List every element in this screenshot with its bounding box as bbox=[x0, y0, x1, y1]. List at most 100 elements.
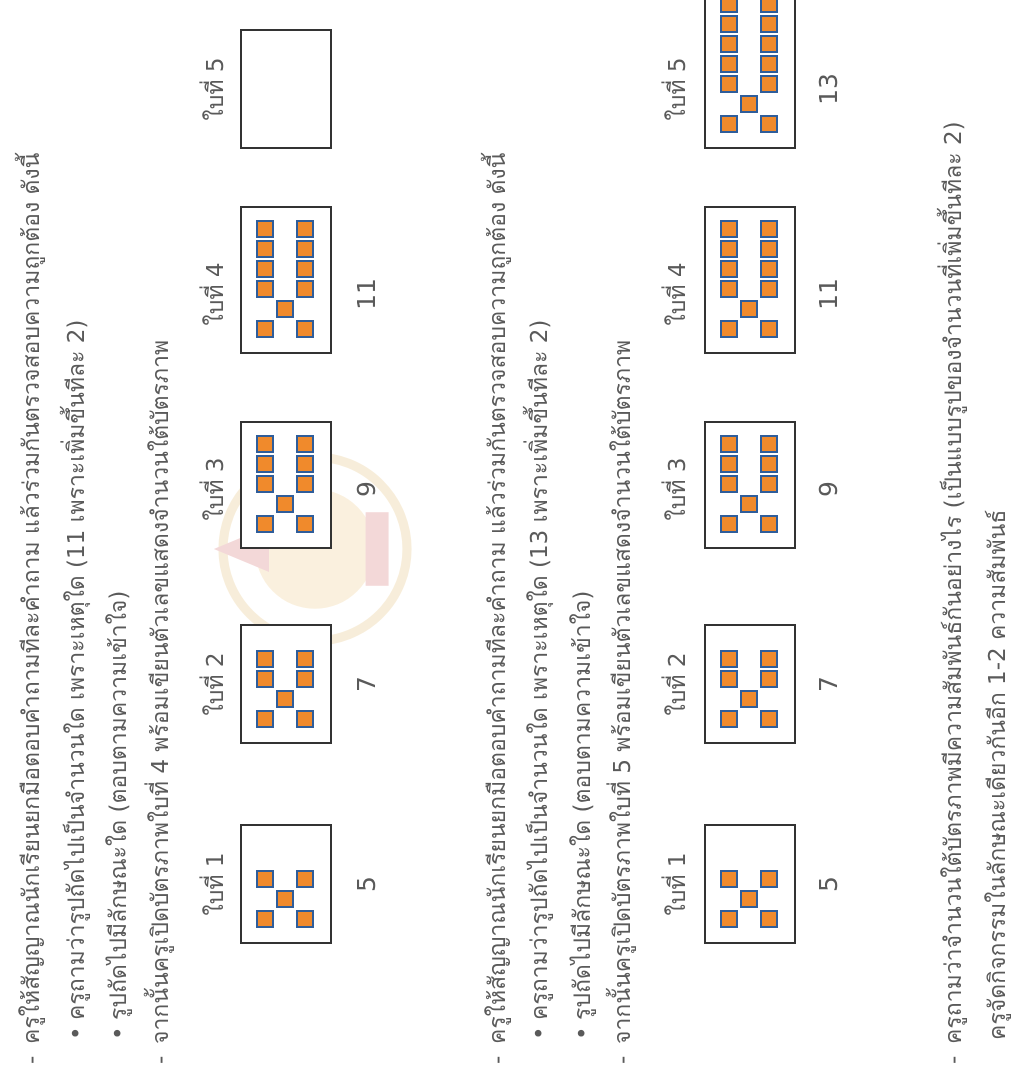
card-number: 9 bbox=[814, 481, 843, 497]
pattern-square bbox=[296, 870, 314, 888]
pattern-square bbox=[760, 910, 778, 928]
card-label: ใบที่ 1 bbox=[665, 852, 691, 916]
pattern-square bbox=[760, 55, 778, 73]
pattern-square bbox=[256, 670, 274, 688]
pattern-square bbox=[720, 710, 738, 728]
pattern-square bbox=[760, 0, 778, 13]
pattern-square bbox=[760, 75, 778, 93]
pattern-square bbox=[760, 670, 778, 688]
pattern-square bbox=[760, 280, 778, 298]
card-number: 7 bbox=[352, 676, 381, 692]
pattern-square bbox=[720, 35, 738, 53]
section3-question: -ครูถามว่าจำนวนใต้บัตรภาพมีความสัมพันธ์ก… bbox=[941, 121, 967, 1064]
pattern-square bbox=[720, 515, 738, 533]
pattern-square bbox=[740, 890, 758, 908]
picture-card bbox=[704, 624, 796, 744]
pattern-square bbox=[256, 475, 274, 493]
pattern-square bbox=[720, 650, 738, 668]
section2-intro: -ครูให้สัญญาณนักเรียนยกมือตอบคำถามทีละคำ… bbox=[485, 152, 511, 1064]
card-label: ใบที่ 4 bbox=[665, 262, 691, 326]
pattern-square bbox=[256, 260, 274, 278]
pattern-square bbox=[720, 455, 738, 473]
card-label: ใบที่ 5 bbox=[665, 57, 691, 121]
pattern-square bbox=[760, 220, 778, 238]
section1-instruction: -จากนั้นครูเปิดบัตรภาพใบที่ 4 พร้อมเขียน… bbox=[148, 339, 174, 1064]
pattern-square bbox=[740, 495, 758, 513]
pattern-square bbox=[760, 240, 778, 258]
pattern-square bbox=[296, 515, 314, 533]
pattern-square bbox=[760, 870, 778, 888]
picture-card bbox=[240, 29, 332, 149]
pattern-square bbox=[760, 435, 778, 453]
section2-instruction: -จากนั้นครูเปิดบัตรภาพใบที่ 5 พร้อมเขียน… bbox=[610, 339, 636, 1064]
card-number: 9 bbox=[352, 481, 381, 497]
section1-question-1: •ครูถามว่ารูปถัดไปเป็นจำนวนใด เพราะเหตุใ… bbox=[64, 319, 90, 1040]
pattern-square bbox=[276, 690, 294, 708]
card-number: 11 bbox=[352, 278, 381, 310]
pattern-square bbox=[276, 300, 294, 318]
pattern-square bbox=[296, 670, 314, 688]
pattern-square bbox=[256, 455, 274, 473]
section2-question-1: •ครูถามว่ารูปถัดไปเป็นจำนวนใด เพราะเหตุใ… bbox=[527, 319, 553, 1040]
pattern-square bbox=[256, 220, 274, 238]
pattern-square bbox=[740, 95, 758, 113]
pattern-square bbox=[296, 240, 314, 258]
section3-closing: ครูจัดกิจกรรมในลักษณะเดียวกันอีก 1-2 ควา… bbox=[985, 509, 1011, 1040]
pattern-square bbox=[276, 495, 294, 513]
pattern-square bbox=[296, 260, 314, 278]
pattern-square bbox=[296, 910, 314, 928]
card-label: ใบที่ 2 bbox=[665, 652, 691, 716]
picture-card bbox=[240, 206, 332, 354]
pattern-square bbox=[760, 320, 778, 338]
pattern-square bbox=[256, 910, 274, 928]
pattern-square bbox=[256, 435, 274, 453]
pattern-square bbox=[256, 870, 274, 888]
card-label: ใบที่ 1 bbox=[203, 852, 229, 916]
section1-question-2: •รูปถัดไปมีลักษณะใด (ตอบตามความเข้าใจ) bbox=[106, 590, 132, 1040]
pattern-square bbox=[720, 115, 738, 133]
card-label: ใบที่ 3 bbox=[665, 457, 691, 521]
pattern-square bbox=[296, 475, 314, 493]
picture-card bbox=[704, 0, 796, 149]
pattern-square bbox=[760, 35, 778, 53]
pattern-square bbox=[276, 890, 294, 908]
pattern-square bbox=[760, 115, 778, 133]
pattern-square bbox=[740, 300, 758, 318]
pattern-square bbox=[296, 320, 314, 338]
pattern-square bbox=[256, 515, 274, 533]
pattern-square bbox=[720, 15, 738, 33]
picture-card bbox=[704, 824, 796, 944]
pattern-square bbox=[760, 455, 778, 473]
pattern-square bbox=[720, 55, 738, 73]
pattern-square bbox=[760, 15, 778, 33]
pattern-square bbox=[256, 320, 274, 338]
pattern-square bbox=[296, 280, 314, 298]
pattern-square bbox=[296, 435, 314, 453]
pattern-square bbox=[720, 320, 738, 338]
pattern-square bbox=[720, 280, 738, 298]
picture-card bbox=[704, 421, 796, 549]
pattern-square bbox=[296, 650, 314, 668]
pattern-square bbox=[740, 690, 758, 708]
card-number: 11 bbox=[814, 278, 843, 310]
pattern-square bbox=[720, 260, 738, 278]
pattern-square bbox=[760, 710, 778, 728]
pattern-square bbox=[760, 515, 778, 533]
section1-intro: -ครูให้สัญญาณนักเรียนยกมือตอบคำถามทีละคำ… bbox=[19, 152, 45, 1064]
picture-card bbox=[240, 421, 332, 549]
pattern-square bbox=[720, 75, 738, 93]
card-label: ใบที่ 5 bbox=[203, 57, 229, 121]
section2-question-2: •รูปถัดไปมีลักษณะใด (ตอบตามความเข้าใจ) bbox=[570, 590, 596, 1040]
pattern-square bbox=[760, 650, 778, 668]
pattern-square bbox=[720, 475, 738, 493]
pattern-square bbox=[256, 280, 274, 298]
card-number: 7 bbox=[814, 676, 843, 692]
pattern-square bbox=[760, 260, 778, 278]
pattern-square bbox=[720, 870, 738, 888]
pattern-square bbox=[720, 0, 738, 13]
card-label: ใบที่ 2 bbox=[203, 652, 229, 716]
pattern-square bbox=[760, 475, 778, 493]
card-label: ใบที่ 3 bbox=[203, 457, 229, 521]
